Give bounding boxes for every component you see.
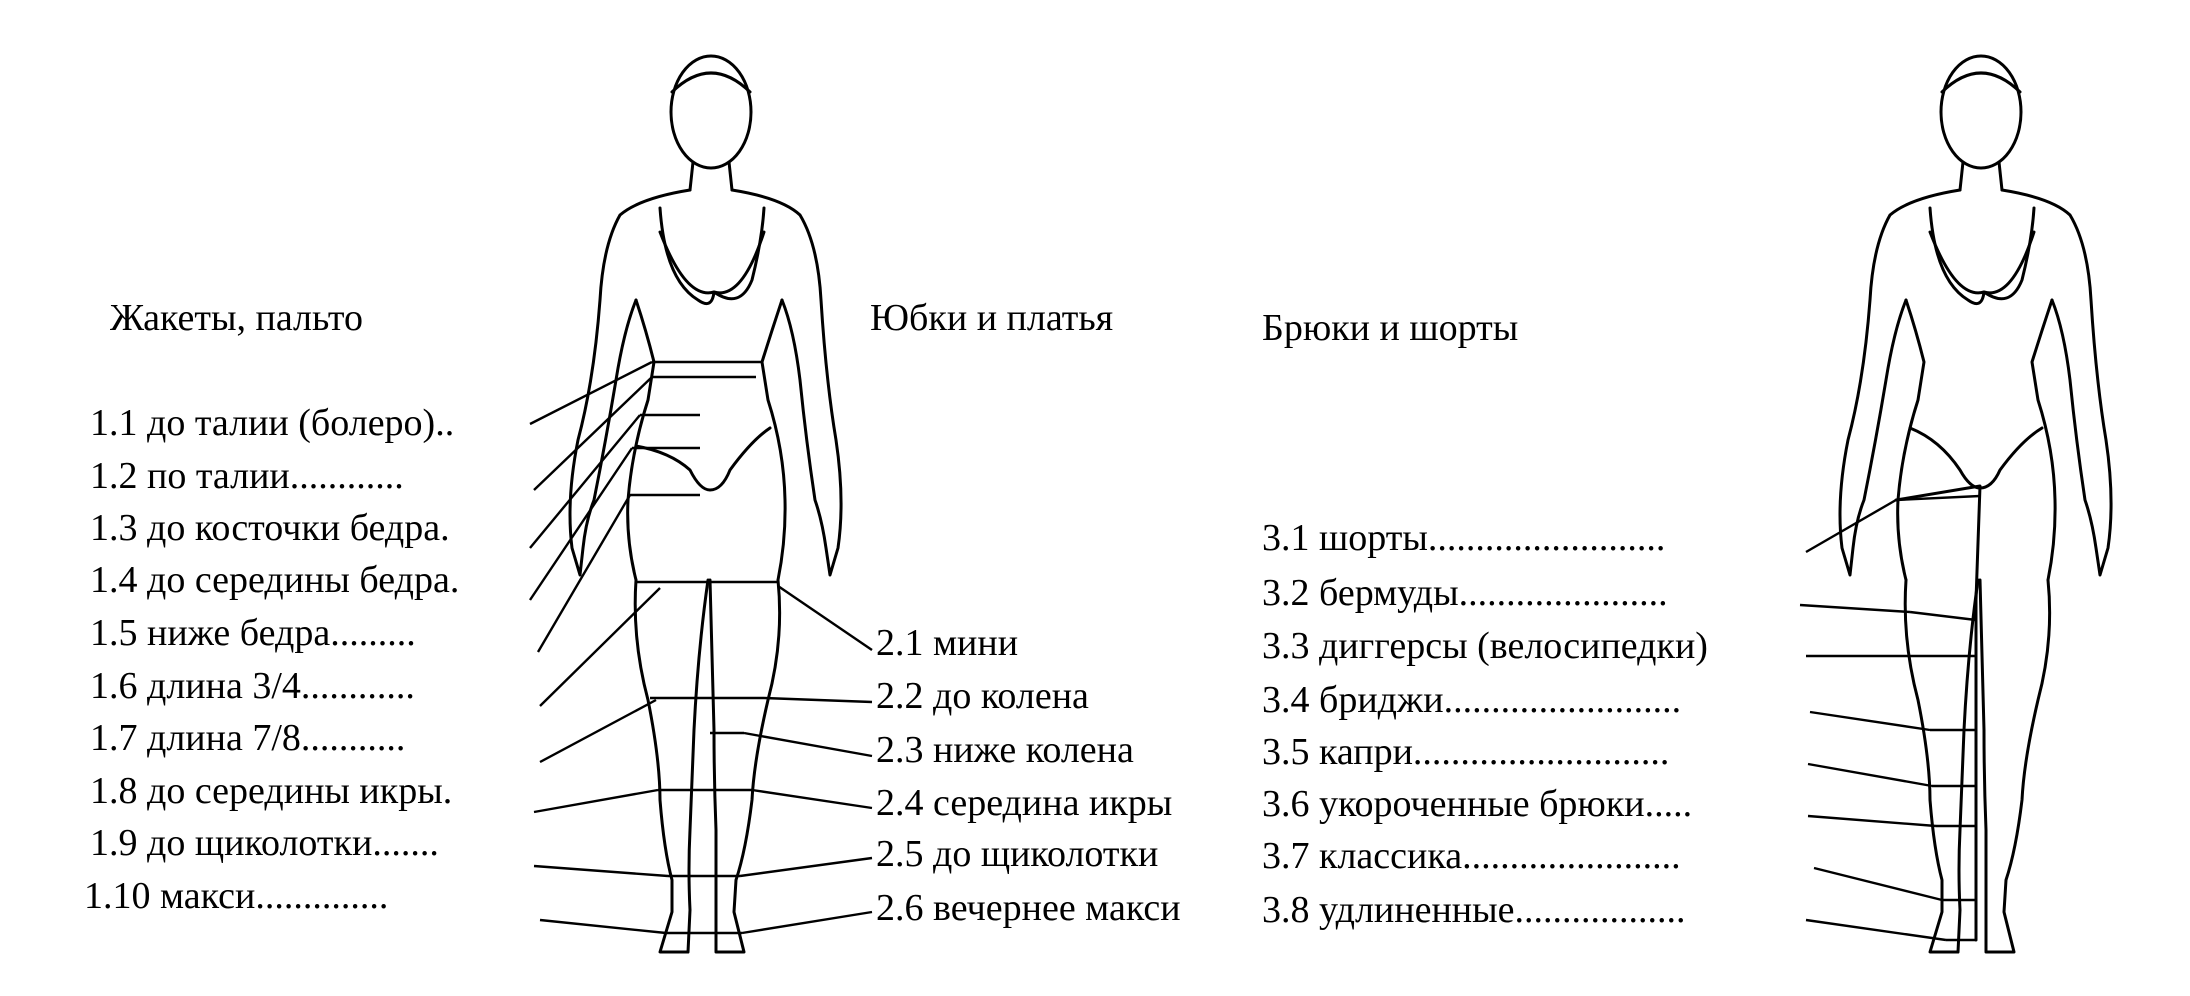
trouser-item: 3.6 укороченные брюки..... [1262,783,1692,825]
trouser-item: 3.5 капри........................... [1262,731,1669,773]
jacket-item: 1.3 до косточки бедра. [90,507,450,549]
right-neck [1958,160,2004,192]
right-hairline [1940,71,2022,94]
skirt-item: 2.1 мини [876,622,1018,664]
right-arm-left [1838,188,1962,577]
right-arm-right [2000,188,2113,577]
skirt-item: 2.4 середина икры [876,782,1172,824]
trousers-list: 3.1 шорты......................... 3.2 б… [1262,517,1708,931]
skirt-item: 2.5 до щиколотки [876,833,1158,875]
skirt-item: 2.3 ниже колена [876,729,1134,771]
right-torso-right [2030,298,2057,582]
left-arm-right [730,188,843,577]
jacket-item: 1.4 до середины бедра. [90,559,459,601]
right-figure-silhouette [1838,54,2113,954]
trouser-item: 3.8 удлиненные.................. [1262,889,1686,931]
jacket-item: 1.10 макси.............. [84,875,388,917]
heading-skirts: Юбки и платья [870,297,1113,339]
heading-jackets: Жакеты, пальто [110,297,363,339]
right-torso-left [1896,298,1926,582]
level-shorts [1895,494,1981,502]
right-trouser-inseam [1894,484,1982,942]
right-briefs [1908,426,2044,490]
trouser-item: 3.2 бермуды...................... [1262,572,1668,614]
right-leg-right [1978,578,2052,954]
heading-trousers: Брюки и шорты [1262,307,1518,349]
trouser-item: 3.1 шорты......................... [1262,517,1665,559]
trousers-leaders [1799,498,1947,942]
left-arm-left [568,188,692,577]
trouser-item: 3.4 бриджи......................... [1262,679,1681,721]
right-leg-left [1903,578,1980,954]
jacket-item: 1.5 ниже бедра......... [90,612,416,654]
left-leg-right [708,578,782,954]
left-neck [688,160,734,192]
left-head [669,54,753,170]
left-figure-silhouette [568,54,843,954]
left-torso-left [626,298,656,582]
jacket-item: 1.8 до середины икры. [90,770,452,812]
jacket-item: 1.2 по талии............ [90,455,404,497]
trouser-item: 3.7 классика....................... [1262,835,1681,877]
left-leg-left [633,578,710,954]
skirt-item: 2.2 до колена [876,675,1089,717]
level-bermuda [1909,610,1977,622]
left-bra [658,206,766,306]
right-head [1939,54,2023,170]
skirts-leaders [739,585,873,935]
left-briefs [634,426,772,492]
right-bra-cups [1928,230,2036,295]
jackets-leaders [529,360,669,935]
skirt-item: 2.6 вечернее макси [876,887,1181,929]
left-bra-cups [658,230,766,295]
trouser-item: 3.3 диггерсы (велосипедки) [1262,625,1708,667]
jackets-list: 1.1 до талии (болеро).. 1.2 по талии....… [84,402,459,917]
jacket-item: 1.9 до щиколотки....... [90,822,439,864]
jacket-item: 1.7 длина 7/8........... [90,717,405,759]
skirts-list: 2.1 мини 2.2 до колена 2.3 ниже колена 2… [876,622,1181,929]
jacket-item: 1.6 длина 3/4............ [90,665,415,707]
left-torso-right [760,298,787,582]
jacket-item: 1.1 до талии (болеро).. [90,402,454,444]
left-hairline [670,71,752,94]
right-bra [1928,206,2036,306]
